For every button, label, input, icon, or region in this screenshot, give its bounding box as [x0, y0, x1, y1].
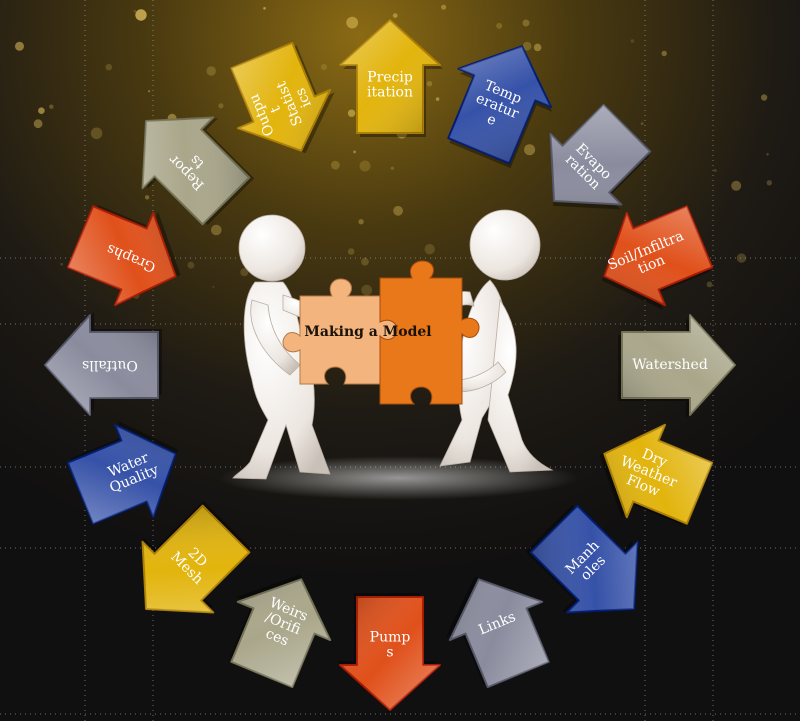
arrow-sheen	[142, 117, 250, 225]
arrow-label-line: Pump	[370, 630, 411, 646]
arrow-sheen	[231, 579, 331, 688]
arrow-temperature	[447, 45, 553, 169]
arrow-watershed	[618, 314, 736, 418]
arrow-water-quality	[66, 420, 179, 525]
arrow-label-outfalls: Outfalls	[82, 357, 138, 373]
arrow-sheen	[604, 424, 713, 524]
arrow-label-line: Precip	[367, 70, 413, 86]
arrow-label-line: ics	[292, 86, 314, 110]
arrow-soil-infiltration	[601, 205, 714, 310]
arrow-sheen	[67, 206, 176, 306]
arrow-sheen	[340, 20, 440, 133]
arrow-label-line: t	[267, 103, 284, 115]
arrow-links	[445, 576, 550, 689]
arrow-label-line: s	[386, 645, 393, 661]
right-figure	[439, 209, 554, 473]
arrow-label-line: itation	[367, 85, 413, 101]
arrow-sheen	[142, 505, 250, 613]
arrow-sheen	[622, 315, 735, 415]
arrow-sheen	[231, 42, 331, 151]
puzzle-piece-right	[379, 260, 480, 405]
arrow-weirs-orifices	[230, 574, 332, 689]
arrow-precipitation	[339, 19, 443, 137]
center-title: Making a Model	[304, 324, 431, 340]
arrow-sheen	[340, 597, 440, 710]
arrow-2d-mesh	[141, 500, 251, 614]
arrow-label-line: Watershed	[632, 357, 708, 373]
left-figure	[232, 214, 331, 480]
arrow-reports	[141, 116, 255, 226]
arrow-evaporation	[549, 103, 652, 210]
arrow-graphs	[66, 205, 181, 307]
arrow-dry-weather-flow	[599, 423, 714, 525]
arrow-sheen	[449, 579, 549, 688]
arrow-pumps	[337, 593, 441, 711]
arrow-sheen	[45, 315, 158, 415]
arrow-sheen	[67, 424, 176, 524]
arrow-outfalls	[44, 312, 162, 416]
arrow-label-watershed: Watershed	[632, 357, 708, 373]
arrow-output-statistics	[230, 41, 335, 154]
arrow-label-line: Outfalls	[82, 357, 138, 373]
arrow-manholes	[525, 504, 639, 614]
arrow-sheen	[550, 104, 651, 205]
arrow-sheen	[448, 46, 551, 164]
arrow-sheen	[604, 206, 713, 306]
arrow-sheen	[530, 505, 638, 613]
center-illustration: Making a Model	[218, 209, 578, 500]
